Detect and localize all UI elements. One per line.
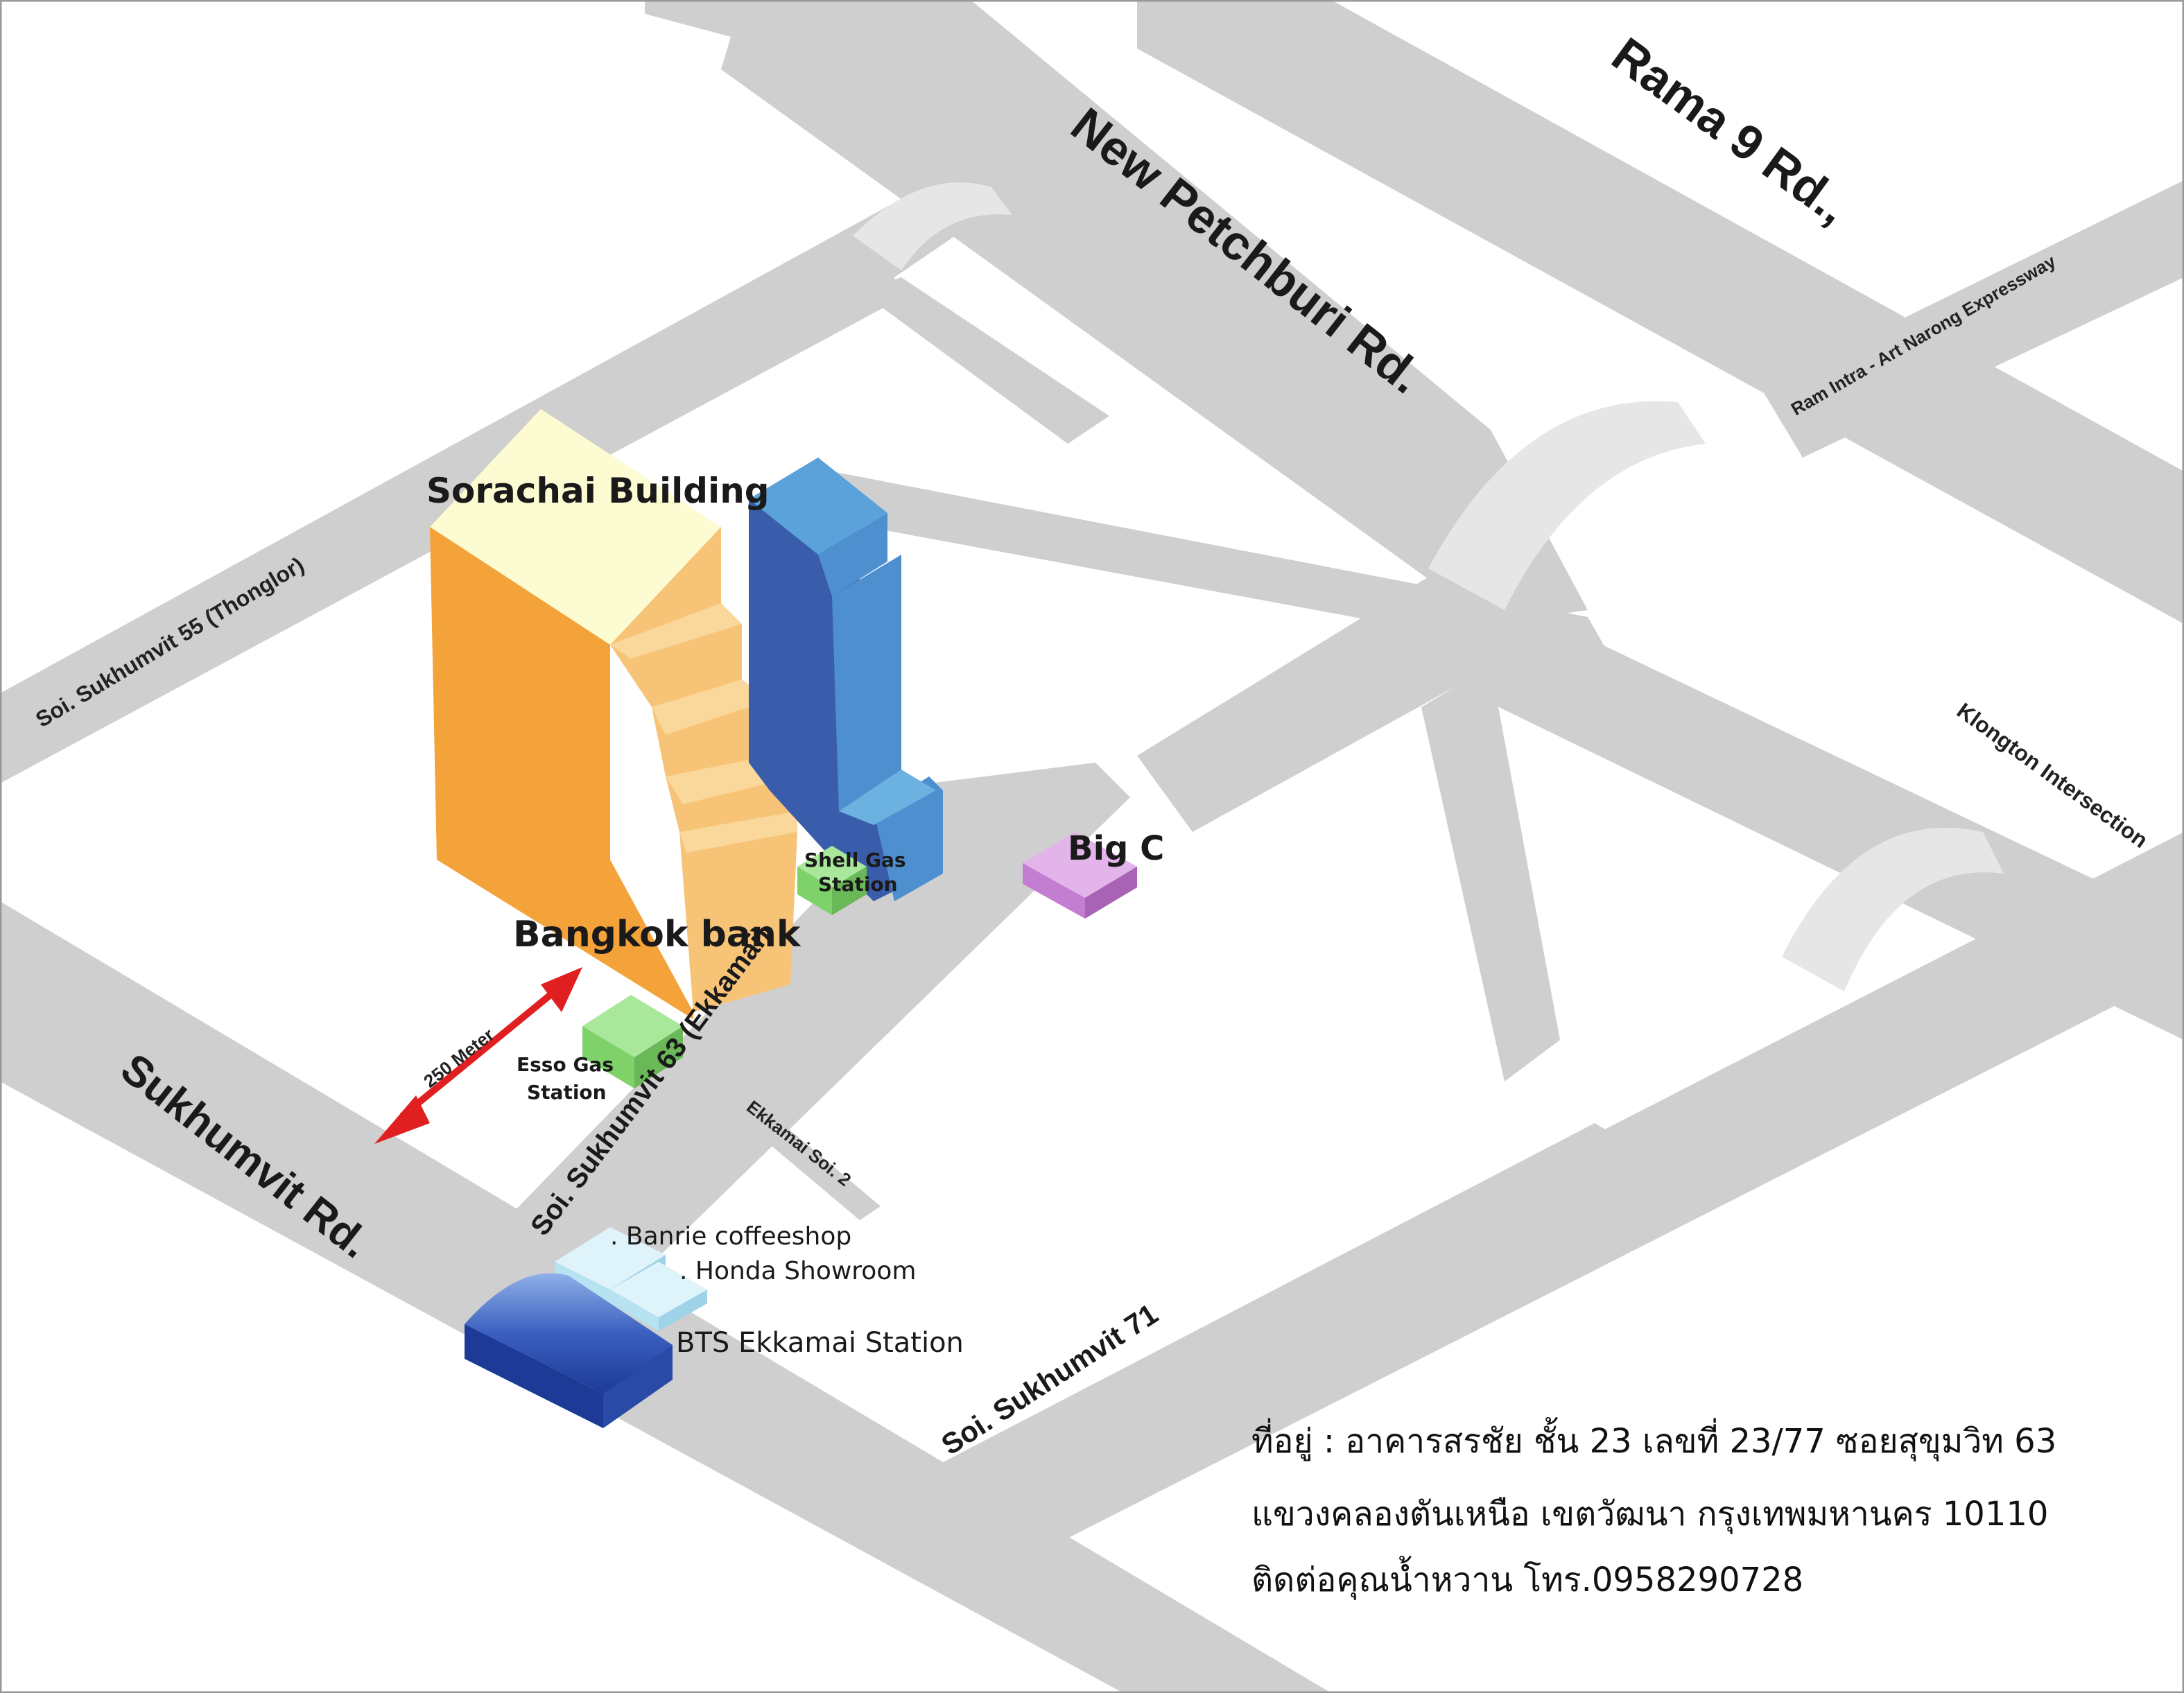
address-block: ที่อยู่ : อาคารสรชัย ชั้น 23 เลขที่ 23/7… bbox=[1251, 1417, 2056, 1600]
road-new-petchburi bbox=[721, 0, 1588, 624]
road-small-cross bbox=[860, 277, 1109, 444]
road-ram-intra bbox=[1761, 180, 2184, 458]
label-thonglor: Soi. Sukhumvit 55 (Thonglor) bbox=[31, 552, 309, 732]
label-distance: 250 Meter bbox=[419, 1024, 498, 1092]
label-big-c: Big C bbox=[1068, 829, 1164, 868]
road-rama9 bbox=[1137, 0, 2184, 624]
bts-station bbox=[465, 1273, 673, 1428]
distance-arrow bbox=[374, 967, 582, 1144]
esso-gas-station bbox=[582, 995, 683, 1088]
label-bangkok-bank: Bangkok bank bbox=[513, 914, 801, 955]
overpass-2 bbox=[1428, 401, 1706, 610]
road-ekkamai bbox=[485, 763, 1130, 1331]
label-honda: . Honda Showroom bbox=[679, 1257, 916, 1285]
label-esso-line1: Esso Gas bbox=[517, 1053, 614, 1076]
address-line-3: ติดต่อคุณน้ำหวาน โทร.0958290728 bbox=[1251, 1556, 1803, 1600]
overpass-3 bbox=[1782, 827, 2004, 991]
road-ekkamai-soi2 bbox=[728, 1095, 881, 1220]
sorachai-building bbox=[430, 409, 797, 1019]
road-klongton bbox=[1137, 568, 2184, 1040]
label-shell-line1: Shell Gas bbox=[804, 849, 906, 871]
label-sorachai: Sorachai Building bbox=[426, 471, 770, 511]
shell-gas-station bbox=[797, 846, 867, 915]
label-banrie: . Banrie coffeeshop bbox=[610, 1222, 851, 1251]
address-line-1: ที่อยู่ : อาคารสรชัย ชั้น 23 เลขที่ 23/7… bbox=[1251, 1417, 2056, 1461]
road-upper-connector bbox=[645, 0, 749, 42]
road-lower-right bbox=[901, 832, 2184, 1595]
label-esso-line2: Station bbox=[527, 1081, 607, 1104]
big-c-store bbox=[1023, 832, 1137, 919]
blue-tower bbox=[749, 458, 943, 901]
overpass-1 bbox=[853, 182, 1012, 270]
address-line-2: แขวงคลองตันเหนือ เขตวัฒนา กรุงเทพมหานคร … bbox=[1251, 1495, 2048, 1534]
label-shell-line2: Station bbox=[818, 873, 898, 896]
label-bts: BTS Ekkamai Station bbox=[676, 1327, 964, 1359]
road-middle-crossing bbox=[832, 471, 1615, 666]
road-right-vertical bbox=[1421, 666, 1560, 1082]
